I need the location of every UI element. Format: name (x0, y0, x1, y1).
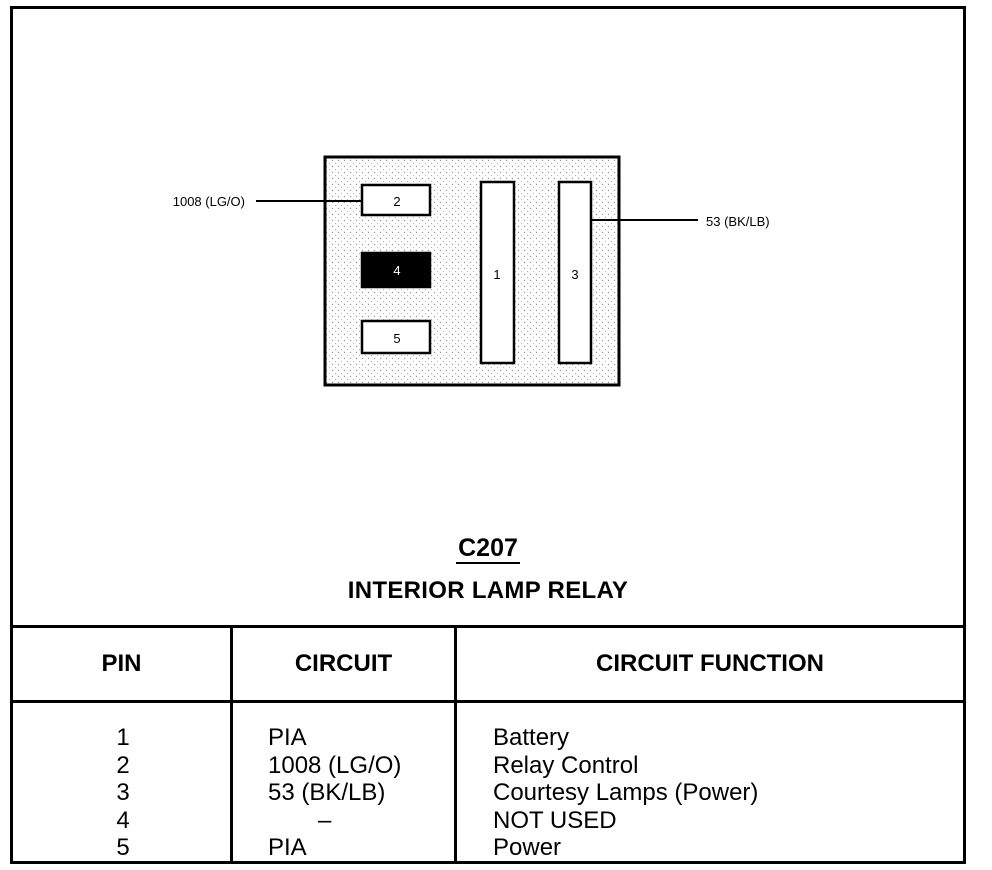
table-cell-pin: 3 (116, 779, 130, 806)
header-circuit: CIRCUIT (294, 650, 393, 677)
table-cell-pin: 4 (116, 806, 130, 834)
diagram-frame: 2 4 5 1 3 1008 (LG/O) 53 (BK/LB) C207 (10, 6, 966, 864)
table-cell-circuit: – (318, 806, 332, 834)
cavity-pin-1: 1 (479, 180, 516, 365)
connector-face-diagram: 2 4 5 1 3 1008 (LG/O) 53 (BK/LB) (173, 155, 770, 387)
table-cell-function: Power (493, 834, 562, 861)
cavity-pin-2: 2 (360, 183, 432, 217)
table-cell-circuit: PIA (268, 834, 307, 861)
pin-column: 1 2 3 4 5 (13, 724, 233, 862)
leader-label-pin-3: 53 (BK/LB) (706, 214, 770, 229)
function-column: Battery Relay Control Courtesy Lamps (Po… (493, 724, 953, 862)
connector-code-text: C207 (456, 534, 520, 564)
table-cell-pin: 2 (116, 751, 130, 779)
connector-code: C207 (13, 534, 963, 564)
table-cell-function: Battery (493, 724, 570, 751)
cavity-label-5: 5 (393, 331, 400, 346)
cavity-label-4: 4 (393, 263, 400, 278)
cavity-pin-3: 3 (557, 180, 593, 365)
header-circuit-function: CIRCUIT FUNCTION (596, 650, 824, 677)
table-cell-pin: 5 (116, 834, 130, 861)
table-cell-circuit: 53 (BK/LB) (268, 779, 386, 806)
table-cell-function: Courtesy Lamps (Power) (493, 779, 759, 806)
cavity-pin-4: 4 (360, 251, 432, 289)
header-divider (13, 700, 963, 703)
leader-label-pin-2: 1008 (LG/O) (173, 194, 245, 209)
pin-table: PIN CIRCUIT CIRCUIT FUNCTION 1 2 3 4 5 P… (13, 625, 963, 864)
cavity-label-2: 2 (393, 194, 400, 209)
connector-name: INTERIOR LAMP RELAY (347, 577, 629, 604)
cavity-pin-5: 5 (360, 319, 432, 355)
table-cell-circuit: 1008 (LG/O) (268, 751, 402, 779)
table-cell-function: NOT USED (493, 806, 617, 834)
cavity-label-3: 3 (571, 267, 578, 282)
table-cell-pin: 1 (116, 724, 130, 751)
header-pin: PIN (101, 650, 142, 677)
circuit-column: PIA 1008 (LG/O) 53 (BK/LB) – PIA (268, 724, 458, 862)
cavity-label-1: 1 (493, 267, 500, 282)
table-cell-circuit: PIA (268, 724, 307, 751)
column-divider (230, 628, 233, 864)
column-divider (454, 628, 457, 864)
table-cell-function: Relay Control (493, 751, 639, 779)
